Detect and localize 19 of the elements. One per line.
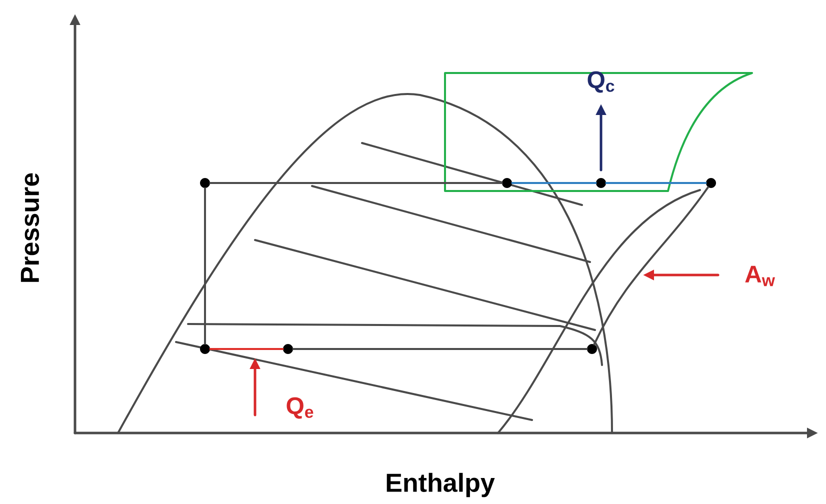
cycle-line xyxy=(209,348,284,350)
cycle-line xyxy=(605,182,707,184)
cycle-line xyxy=(209,182,503,184)
cycle-line xyxy=(593,186,710,346)
symbol-label: Q$_{c}$ xyxy=(588,71,614,93)
symbol-label: Q$_{e}$ xyxy=(286,397,314,419)
state-point xyxy=(283,344,293,354)
symbol-label: A$_{w}$ xyxy=(745,266,775,286)
cycle-line xyxy=(204,187,206,345)
state-point xyxy=(200,344,210,354)
cycle-line xyxy=(511,182,597,184)
state-point xyxy=(587,344,597,354)
cycle-line xyxy=(292,348,588,350)
state-point xyxy=(502,178,512,188)
state-point xyxy=(706,178,716,188)
state-point xyxy=(596,178,606,188)
state-point xyxy=(200,178,210,188)
axis-label: Pressure xyxy=(20,173,40,282)
axis-label: Enthalpy xyxy=(386,472,495,498)
